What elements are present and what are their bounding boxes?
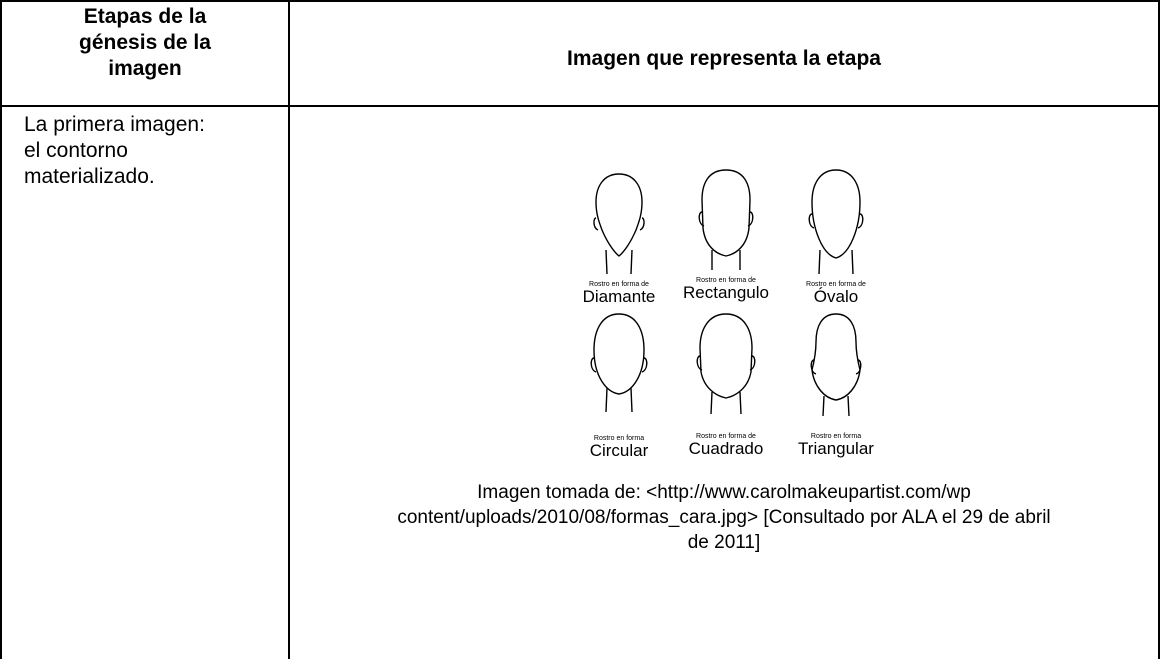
header-cell-image: Imagen que representa la etapa	[567, 47, 881, 70]
face-2-big-label: Rectangulo	[683, 283, 769, 302]
table-header-divider	[0, 105, 1160, 107]
face-shapes-svg: Rostro en forma de Diamante Rostro en fo…	[583, 169, 874, 460]
stage-line-1: La primera imagen:	[24, 113, 205, 136]
face-1-small-label: Rostro en forma de	[589, 281, 649, 288]
face-1-big-label: Diamante	[583, 287, 656, 306]
stage-line-2: el contorno	[24, 139, 128, 162]
face-4-big-label: Circular	[590, 441, 649, 460]
face-4-small-label: Rostro en forma	[594, 435, 644, 442]
table-border-right	[1158, 0, 1160, 659]
face-diamante	[593, 173, 645, 275]
face-6-big-label: Triangular	[798, 439, 874, 458]
face-5-big-label: Cuadrado	[689, 439, 764, 458]
image-source-caption: Imagen tomada de: <http://www.carolmakeu…	[300, 480, 1148, 555]
stage-line-3: materializado.	[24, 165, 155, 188]
header-stages-line-3: imagen	[108, 57, 182, 80]
face-2-small-label: Rostro en forma de	[696, 277, 756, 284]
face-triangular	[810, 313, 862, 417]
face-rectangulo	[698, 169, 754, 270]
face-circular	[590, 313, 648, 413]
caption-line-3: de 2011]	[687, 532, 761, 553]
table-column-divider	[288, 0, 290, 659]
face-5-small-label: Rostro en forma de	[696, 433, 756, 440]
caption-line-2: content/uploads/2010/08/formas_cara.jpg>…	[397, 507, 1051, 528]
face-ovalo	[808, 169, 864, 275]
face-shapes-figure: Rostro en forma de Diamante Rostro en fo…	[574, 166, 904, 471]
table-border-left	[0, 0, 2, 659]
header-stages-line-2: génesis de la	[79, 31, 211, 54]
face-cuadrado	[696, 313, 756, 415]
stage-description-cell: La primera imagen: el contorno materiali…	[24, 112, 284, 190]
table-border-top	[0, 0, 1160, 2]
caption-line-1: Imagen tomada de: <http://www.carolmakeu…	[477, 482, 971, 503]
header-cell-stages: Etapas de la génesis de la imagen	[2, 4, 288, 82]
face-6-small-label: Rostro en forma	[811, 433, 861, 440]
header-stages-line-1: Etapas de la	[83, 5, 207, 28]
face-3-big-label: Óvalo	[814, 287, 858, 306]
face-3-small-label: Rostro en forma de	[806, 281, 866, 288]
